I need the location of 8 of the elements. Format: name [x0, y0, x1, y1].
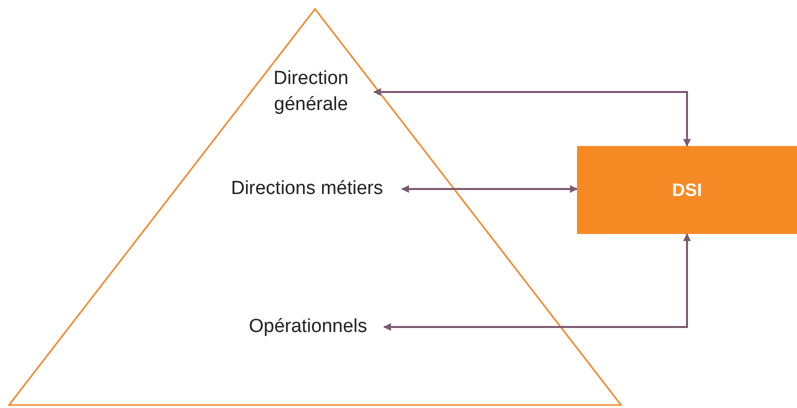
double-arrow	[401, 185, 578, 193]
level-label: Direction générale	[252, 66, 370, 118]
level-label: Opérationnels	[236, 314, 380, 340]
double-arrow	[373, 88, 691, 147]
double-arrow	[383, 233, 691, 331]
dsi-box: DSI	[577, 146, 797, 234]
level-label: Directions métiers	[216, 176, 398, 202]
pyramid-triangle	[8, 8, 622, 406]
